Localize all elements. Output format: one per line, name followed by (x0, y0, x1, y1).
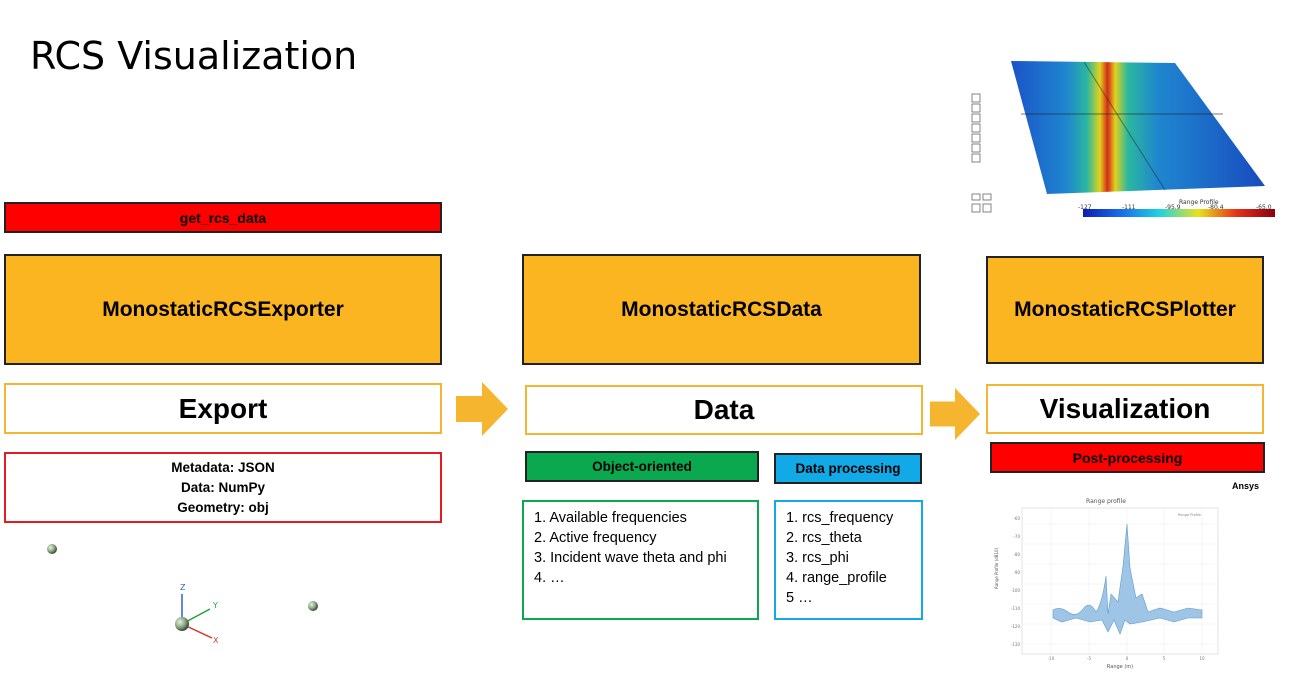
list-item: 3. rcs_phi (786, 550, 849, 566)
list-item: 4. … (534, 570, 565, 586)
y-tick: -90 (1013, 570, 1020, 575)
x-tick: -5 (1087, 656, 1091, 661)
y-tick: -130 (1011, 642, 1021, 647)
data-stage-box: Data (525, 385, 923, 435)
sphere-small-left (47, 544, 57, 554)
list-item: 1. rcs_frequency (786, 510, 894, 526)
visualization-stage-box: Visualization (986, 384, 1264, 434)
list-item: 4. range_profile (786, 570, 887, 586)
colorbar-tick: -111 (1122, 204, 1136, 211)
plot-ylabel: Range Profile (dB10) (994, 547, 999, 589)
y-tick: -110 (1011, 606, 1021, 611)
list-item: 1. Available frequencies (534, 510, 687, 526)
x-tick: 5 (1163, 656, 1166, 661)
page-title: RCS Visualization (30, 34, 358, 78)
format-geometry: Geometry: obj (177, 499, 269, 515)
arrow-export-to-data-icon (456, 382, 508, 436)
format-data: Data: NumPy (180, 479, 266, 495)
exporter-class-box: MonostaticRCSExporter (4, 254, 442, 365)
object-oriented-tag: Object-oriented (525, 451, 759, 482)
viewer-toolbar[interactable] (971, 93, 992, 213)
export-formats-box: Metadata: JSON Data: NumPy Geometry: obj (4, 452, 442, 523)
y-tick: -70 (1013, 534, 1020, 539)
colorbar-tick: -65.0 (1256, 204, 1272, 211)
geometry-preview: Z Y X (47, 544, 318, 645)
list-item: 3. Incident wave theta and phi (534, 550, 727, 566)
axis-x-label: X (213, 636, 219, 645)
rcs-plate (1011, 61, 1265, 194)
plotter-class-box: MonostaticRCSPlotter (986, 256, 1264, 364)
format-metadata: Metadata: JSON (171, 459, 275, 475)
plot-xlabel: Range (m) (1107, 664, 1133, 670)
x-tick: 10 (1199, 656, 1205, 661)
list-item: 5 … (786, 590, 813, 606)
colorbar-title: Range Profile (1179, 199, 1219, 206)
colorbar-tick: -95.9 (1165, 204, 1181, 211)
axis-triad: Z Y X (175, 583, 219, 645)
y-tick: -60 (1013, 516, 1020, 521)
get-rcs-data-bar: get_rcs_data (4, 202, 442, 233)
list-item: 2. Active frequency (534, 530, 657, 546)
colorbar-tick: -127 (1078, 204, 1092, 211)
axis-y-label: Y (212, 601, 218, 610)
y-tick: -80 (1013, 552, 1020, 557)
range-profile-trace (1052, 523, 1203, 635)
arrow-data-to-visualization-icon (929, 388, 981, 440)
sphere-small-right (308, 601, 318, 611)
plot-title: Range profile (1086, 498, 1126, 505)
data-processing-tag: Data processing (774, 453, 922, 484)
colorbar (1083, 209, 1275, 217)
x-tick: 0 (1126, 656, 1129, 661)
data-class-box: MonostaticRCSData (522, 254, 921, 365)
y-tick: -120 (1011, 624, 1021, 629)
colorbar-tick: -80.4 (1208, 204, 1224, 211)
x-tick: -10 (1048, 656, 1055, 661)
list-item: 2. rcs_theta (786, 530, 862, 546)
y-tick: -100 (1011, 588, 1021, 593)
post-processing-bar: Post-processing (990, 442, 1265, 473)
plot-legend: Range Profile (1178, 513, 1201, 517)
ansys-logo: Ansys (1232, 481, 1260, 491)
rcs-3d-render: Range Profile -127 -111 -95.9 -80.4 -65.… (971, 61, 1275, 217)
range-profile-plot: Range profile Range Profile Range Profil… (994, 498, 1219, 670)
plot-grid (1022, 508, 1218, 654)
axis-z-label: Z (180, 583, 186, 592)
object-oriented-list: 1. Available frequencies 2. Active frequ… (522, 500, 759, 620)
data-processing-list: 1. rcs_frequency 2. rcs_theta 3. rcs_phi… (774, 500, 923, 620)
export-stage-box: Export (4, 383, 442, 434)
